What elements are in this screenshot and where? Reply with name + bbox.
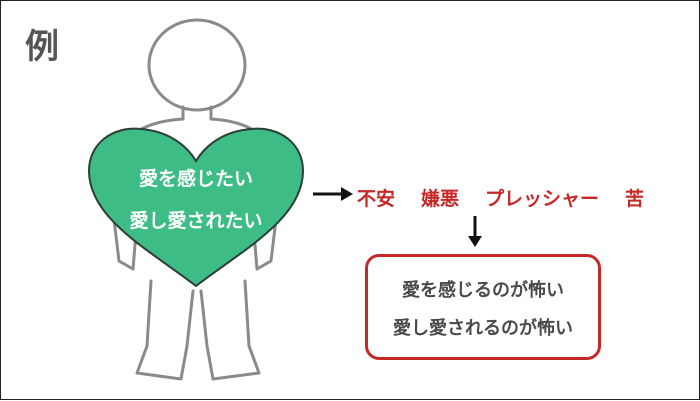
down-arrow-icon (468, 216, 482, 247)
feeling-anxiety: 不安 (357, 188, 396, 210)
heart-text-line-1: 愛を感じたい (138, 168, 253, 190)
result-box: 愛を感じるのが怖い 愛し愛されるのが怖い (365, 254, 601, 360)
negative-feelings-list: 不安 嫌悪 プレッシャー 苦 (357, 184, 644, 211)
result-text-line-2: 愛し愛されるのが怖い (393, 318, 573, 339)
heart-text-line-2: 愛し愛されたい (129, 210, 263, 232)
heart-shape (87, 127, 305, 288)
result-text-line-1: 愛を感じるのが怖い (402, 280, 564, 301)
feeling-suffering: 苦 (625, 188, 645, 210)
person-neck (181, 105, 213, 121)
person-right-leg (199, 279, 261, 381)
diagram-title: 例 (25, 27, 60, 67)
feeling-aversion: 嫌悪 (421, 188, 460, 210)
person-left-leg (135, 279, 195, 381)
right-arrow-icon (313, 187, 353, 201)
person-head (147, 18, 247, 112)
feeling-pressure: プレッシャー (485, 188, 600, 210)
